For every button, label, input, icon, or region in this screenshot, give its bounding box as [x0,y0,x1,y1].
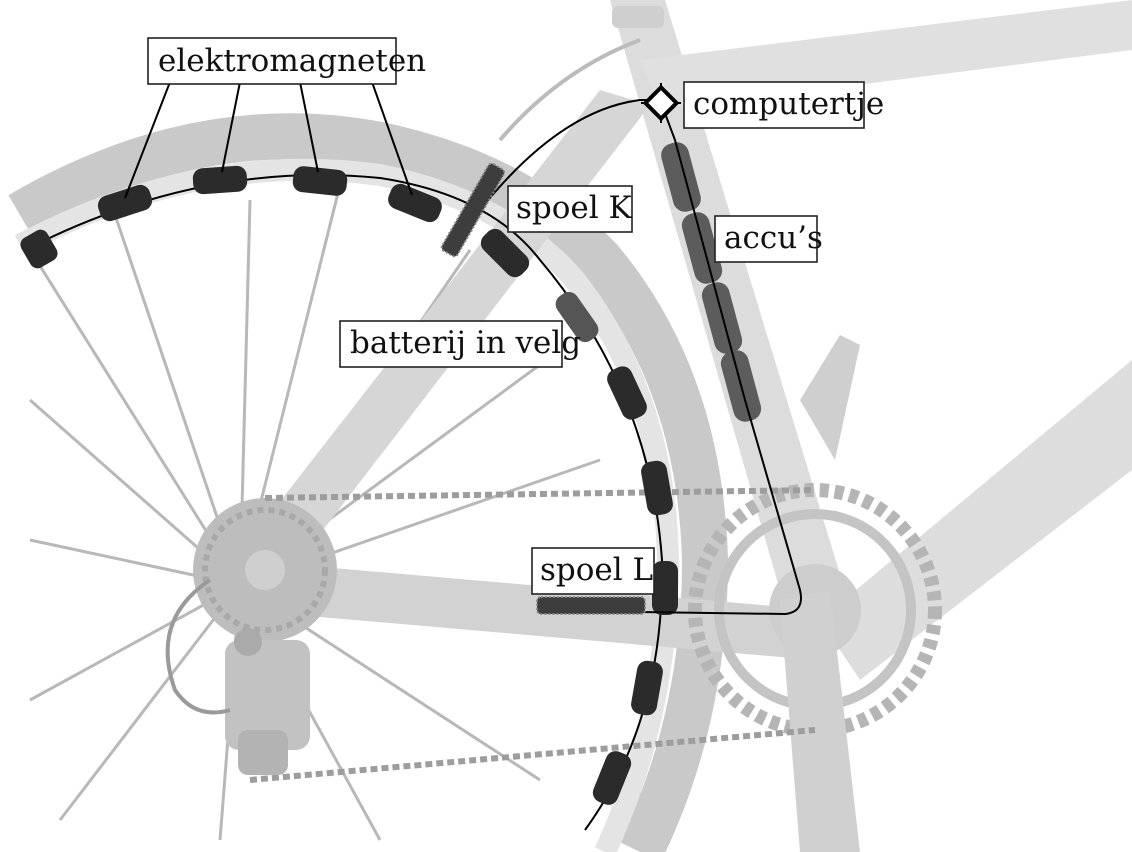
rear-derailleur [165,578,310,775]
chip-icon [641,83,681,123]
electromagnet [592,751,632,805]
label-electromagnets: elektromagneten [124,37,426,199]
electromagnet [631,660,663,716]
label-rim-battery-text: batterij in velg [350,325,581,361]
label-rim-battery: batterij in velg [339,320,581,368]
coil-k [440,162,506,258]
bike-background [8,0,1132,852]
chain-stay [240,560,820,660]
accu-cell [661,142,701,212]
label-coil-k: spoel K [507,185,633,233]
crank-arm [780,590,860,852]
brake-cable [498,38,641,142]
crank-arm-up [800,335,860,460]
electromagnets [20,165,678,805]
coil-l [536,596,646,615]
label-batteries-text: accu’s [724,220,823,256]
electromagnet [192,165,248,195]
electromagnet [641,460,673,516]
down-tube [820,360,1132,680]
electromagnet [555,291,599,343]
label-computer: computertje [683,81,884,129]
electromagnet [652,561,678,615]
accu-cell [681,212,723,284]
label-computer-text: computertje [693,86,884,122]
electromagnet [607,366,647,420]
electromagnet [388,183,442,223]
label-electromagnets-text: elektromagneten [158,43,426,79]
label-batteries: accu’s [714,215,823,263]
seat-clamp [612,6,664,28]
electromagnet [480,228,530,278]
label-coil-l-text: spoel L [540,552,653,588]
electric-system [20,83,802,831]
chain [249,487,816,783]
electromagnet [292,166,348,196]
electromagnet [20,229,58,269]
electromagnet [97,184,153,222]
label-coil-k-text: spoel K [516,190,633,226]
main-wire [479,99,802,616]
label-coil-l: spoel L [531,547,655,595]
